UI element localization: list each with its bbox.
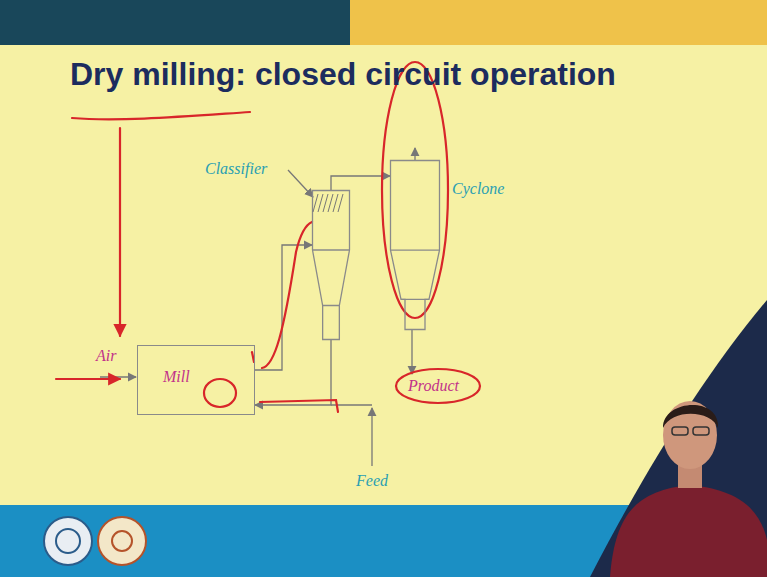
node-label: Classifier (205, 160, 267, 178)
flow-connector (255, 340, 331, 405)
process-lines (100, 148, 415, 466)
cyclone-vessel: Cyclone (390, 160, 440, 330)
stream-label: Feed (356, 472, 388, 490)
flow-connector (255, 245, 312, 370)
top-accent-band (350, 0, 767, 45)
top-band (0, 0, 767, 45)
logo (44, 517, 146, 565)
cyclone-outline (390, 160, 440, 330)
node-label: Cyclone (452, 180, 504, 198)
classifier-outline (312, 190, 350, 340)
presenter (610, 401, 767, 577)
classifier-vessel: Classifier (312, 190, 350, 340)
stream-label: Product (408, 377, 459, 395)
stream-label: Air (96, 347, 116, 365)
slide-title: Dry milling: closed circuit operation (70, 56, 616, 93)
corner-swoosh (590, 300, 767, 577)
node-label: Mill (163, 368, 190, 386)
mill-box: Mill (137, 345, 255, 415)
